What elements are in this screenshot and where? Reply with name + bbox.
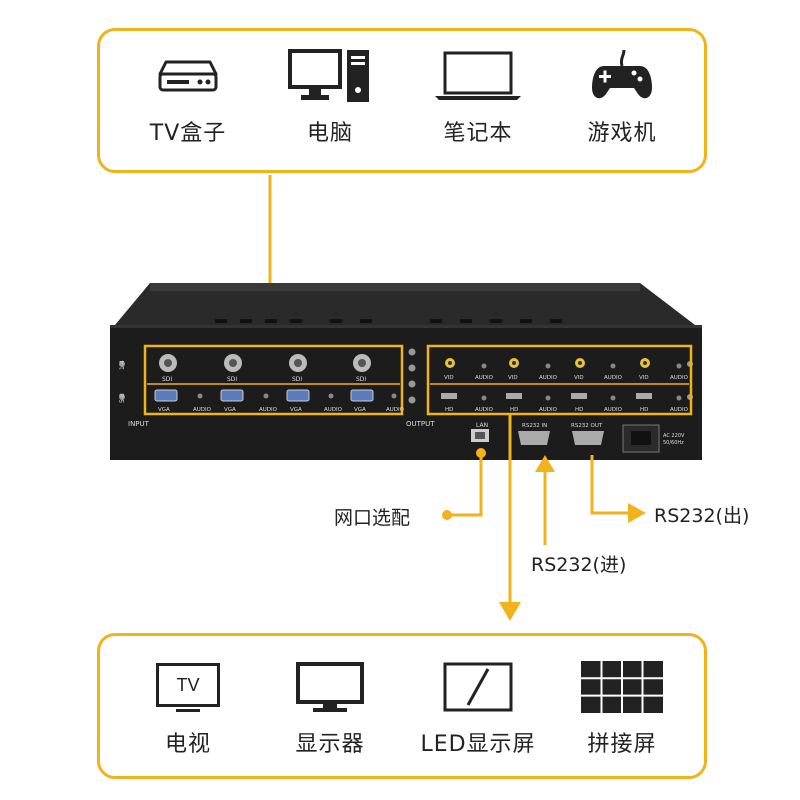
display-video-wall: 拼接屏: [562, 656, 682, 758]
port-label: AUDIO: [324, 407, 343, 413]
output-label: OUTPUT: [406, 420, 435, 428]
input-label: INPUT: [128, 420, 150, 428]
rs232-out-callout: RS232(出): [654, 505, 750, 527]
port-label: VGA: [290, 407, 302, 413]
source-label: 游戏机: [587, 121, 657, 146]
port-label: AUDIO: [670, 407, 689, 413]
rs232-in-callout: RS232(进): [531, 554, 627, 576]
display-label: 显示器: [295, 732, 365, 757]
desktop-computer-icon: [270, 45, 390, 107]
source-label: TV盒子: [149, 121, 227, 146]
port-label: HD: [510, 407, 518, 413]
port-label: AUDIO: [386, 407, 405, 413]
power-label: 50/60Hz: [663, 440, 684, 446]
input-card-highlight: [143, 344, 404, 416]
port-label: VID: [639, 375, 649, 381]
video-wall-icon: [562, 656, 682, 718]
tv-icon-text: TV: [176, 674, 200, 695]
tv-box-icon: [128, 45, 248, 107]
display-label: 拼接屏: [587, 732, 657, 757]
slot-label: 5-8: [119, 393, 126, 403]
source-label: 电脑: [306, 121, 353, 146]
port-label: AUDIO: [604, 375, 623, 381]
video-out-ports: [445, 358, 682, 369]
gamepad-icon: [562, 45, 682, 107]
port-label: VID: [444, 375, 454, 381]
port-label: AUDIO: [604, 407, 623, 413]
sdi-ports: [159, 354, 371, 372]
lan-callout: 网口选配: [334, 507, 411, 529]
laptop-icon: [418, 45, 538, 107]
rs232-in-label: RS232 IN: [522, 423, 547, 429]
port-label: SDI: [227, 376, 237, 383]
port-label: VID: [508, 375, 518, 381]
port-label: VID: [574, 375, 584, 381]
port-label: AUDIO: [539, 407, 558, 413]
slot-label: 1-4: [119, 360, 126, 370]
port-label: VGA: [224, 407, 236, 413]
led-screen-icon: [418, 656, 538, 718]
vga-ports: [154, 389, 397, 402]
port-label: VGA: [354, 407, 366, 413]
source-game-console: 游戏机: [562, 45, 682, 147]
port-label: HD: [640, 407, 648, 413]
source-tv-box: TV盒子: [128, 45, 248, 147]
port-label: VGA: [158, 407, 170, 413]
display-led-screen: LED显示屏: [418, 656, 538, 758]
port-label: AUDIO: [539, 375, 558, 381]
display-tv: TV 电视: [128, 656, 248, 758]
port-label: SDI: [162, 376, 172, 383]
monitor-icon: [270, 656, 390, 718]
source-computer: 电脑: [270, 45, 390, 147]
rs232-out-label: RS232 OUT: [571, 423, 603, 429]
video-matrix-device: [110, 283, 702, 460]
power-label: AC 220V: [663, 433, 685, 439]
display-monitor: 显示器: [270, 656, 390, 758]
rs232-out-port: [572, 431, 604, 445]
port-label: HD: [445, 407, 453, 413]
port-label: HD: [575, 407, 583, 413]
port-label: AUDIO: [475, 407, 494, 413]
lan-label: LAN: [476, 422, 488, 429]
rs232-in-port: [518, 431, 550, 445]
source-laptop: 笔记本: [418, 45, 538, 147]
port-label: AUDIO: [475, 375, 494, 381]
source-label: 笔记本: [443, 121, 513, 146]
port-label: SDI: [356, 376, 366, 383]
display-devices-panel: TV 电视 显示器 LED显示屏: [97, 633, 707, 779]
source-devices-panel: TV盒子 电脑 笔记本: [97, 28, 707, 173]
display-label: LED显示屏: [420, 732, 536, 757]
output-card-highlight: [426, 344, 693, 416]
port-label: AUDIO: [193, 407, 212, 413]
display-label: 电视: [164, 732, 211, 757]
tv-icon: TV: [128, 656, 248, 718]
port-label: AUDIO: [670, 375, 689, 381]
port-label: AUDIO: [259, 407, 278, 413]
hdmi-out-ports: [441, 393, 682, 401]
port-label: SDI: [292, 376, 302, 383]
